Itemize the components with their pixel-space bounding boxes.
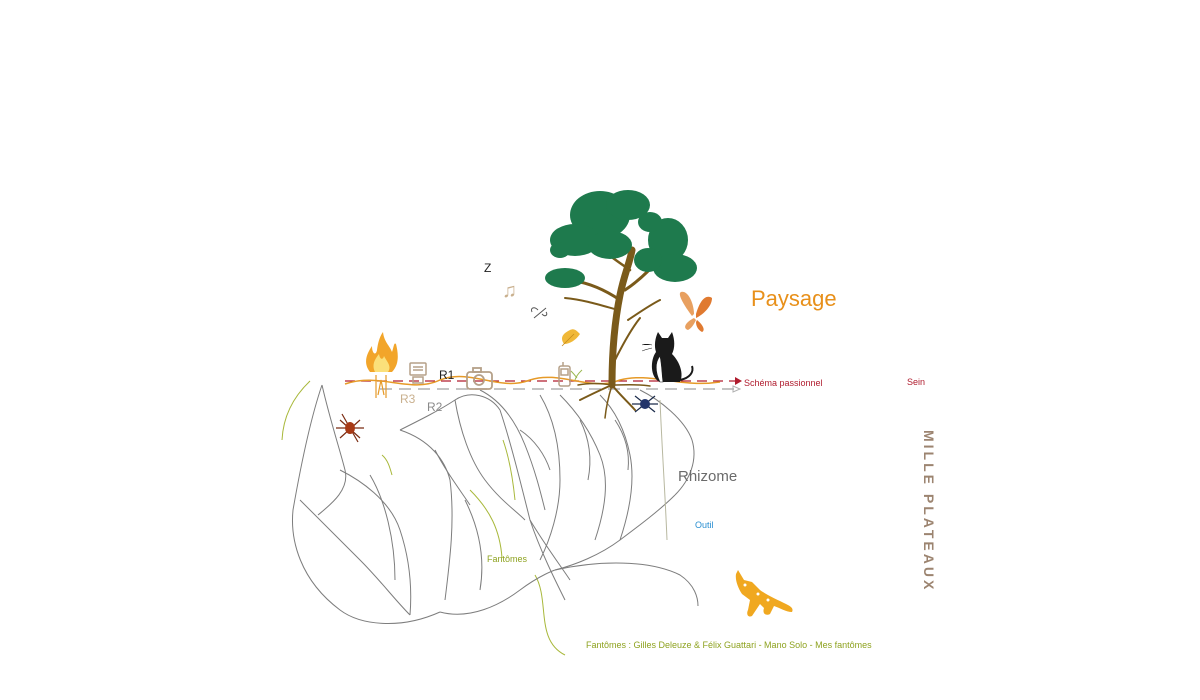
r2-arrow-head bbox=[732, 385, 742, 393]
fire-icon bbox=[366, 332, 398, 372]
computer-icon bbox=[409, 362, 427, 384]
z-label: Z bbox=[484, 261, 492, 275]
outil-label: Outil bbox=[695, 520, 714, 530]
red-spider-icon bbox=[336, 413, 364, 443]
green-stroke-small bbox=[381, 454, 393, 476]
butterfly-icon bbox=[679, 291, 712, 332]
rhizome-label: Rhizome bbox=[678, 468, 738, 485]
green-stroke-left bbox=[281, 380, 311, 441]
cat-icon bbox=[641, 332, 694, 383]
r3-label: R3 bbox=[400, 392, 416, 406]
camera-icon bbox=[466, 367, 493, 390]
rhizome-lines bbox=[292, 384, 699, 625]
r3-marker bbox=[375, 375, 387, 398]
tree-foliage bbox=[545, 190, 697, 288]
credits-label: Fantômes : Gilles Deleuze & Félix Guatta… bbox=[586, 640, 872, 650]
dragonfly-icon bbox=[531, 307, 548, 319]
phone-icon bbox=[558, 362, 571, 387]
wolf-icon bbox=[735, 570, 793, 617]
green-stroke-bottom bbox=[534, 574, 566, 656]
green-stroke-root bbox=[502, 439, 516, 501]
schema-passionnel-label: Schéma passionnel bbox=[744, 378, 823, 388]
small-plant-icon bbox=[570, 369, 583, 381]
leaf-icon bbox=[561, 329, 580, 347]
schema-arrow-head bbox=[735, 377, 742, 385]
r2-label: R2 bbox=[427, 400, 443, 414]
green-stroke-mid bbox=[469, 489, 503, 559]
music-note-icon: ♫ bbox=[502, 280, 517, 302]
paysage-label: Paysage bbox=[751, 286, 837, 311]
r1-label: R1 bbox=[439, 368, 455, 382]
sein-label: Sein bbox=[907, 377, 926, 387]
fantomes-label: Fantômes bbox=[487, 554, 528, 564]
blue-spider-icon bbox=[632, 395, 658, 413]
r1-wavy-line bbox=[344, 375, 721, 386]
outil-line bbox=[659, 399, 668, 541]
mille-plateaux-title: MILLE PLATEAUX bbox=[921, 430, 937, 593]
